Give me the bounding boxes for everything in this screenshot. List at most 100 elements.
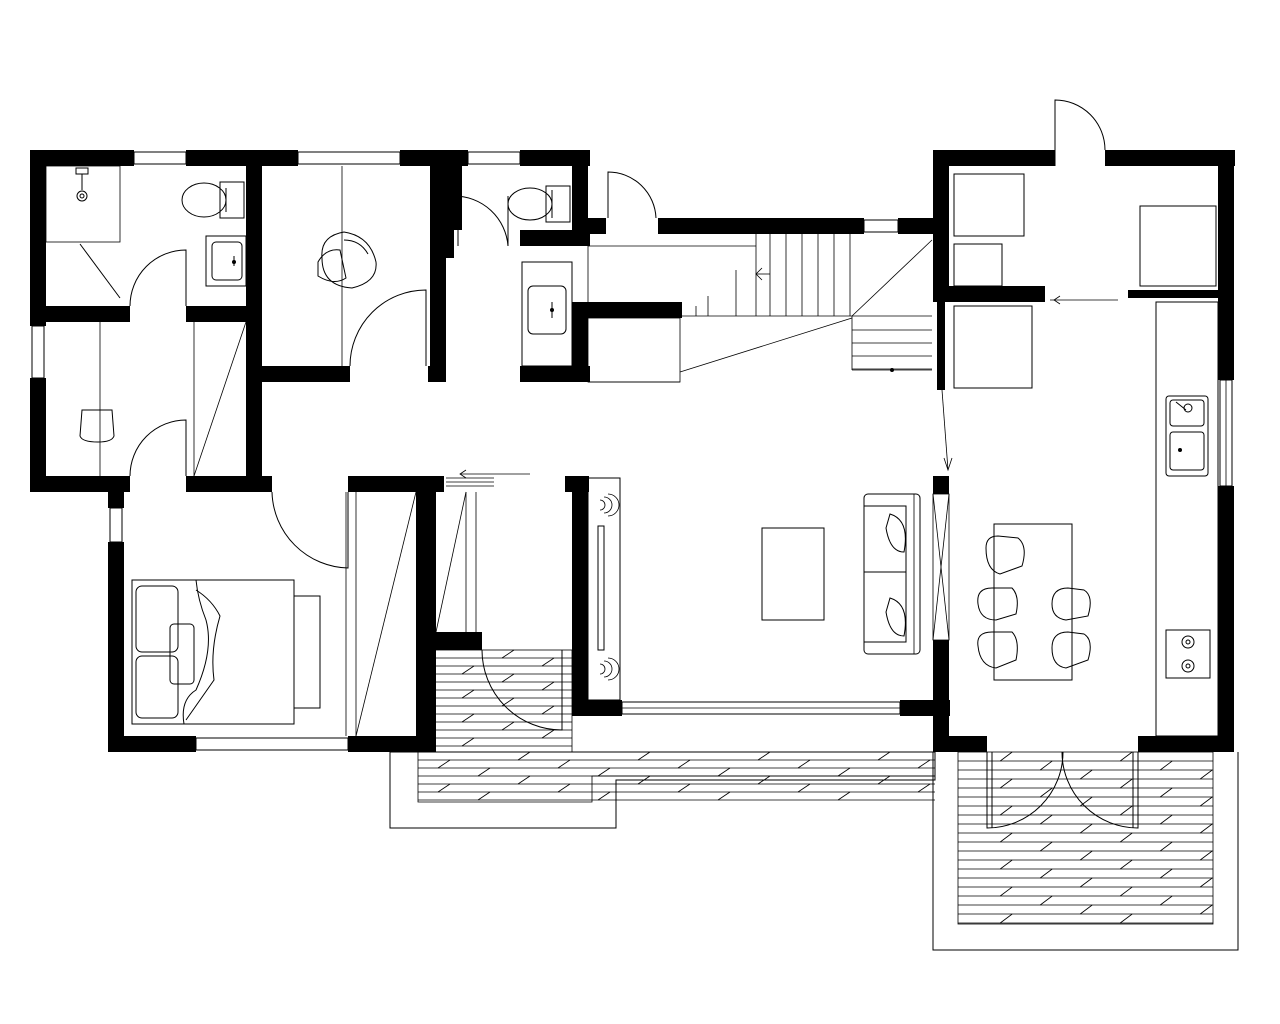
hatch-line <box>501 673 515 683</box>
hatch-line <box>1039 868 1053 879</box>
hatch-line <box>461 737 475 747</box>
hatch-line <box>1199 823 1213 834</box>
bathroom-b <box>507 185 573 367</box>
hatch-line <box>1119 778 1133 789</box>
speaker-icon <box>599 657 620 681</box>
fridge <box>1139 205 1217 287</box>
hatch-line <box>501 649 515 659</box>
kitchen-dining <box>953 173 1219 737</box>
stair-arrow-icon <box>735 267 770 316</box>
chair-icon <box>79 409 115 443</box>
speaker-icon <box>599 493 620 517</box>
hatch-line <box>837 767 851 777</box>
hatch-line <box>1119 805 1133 816</box>
hatch-line <box>1079 796 1093 807</box>
hatch-line <box>437 759 451 769</box>
hatch-line <box>1039 841 1053 852</box>
hatch-line <box>541 681 555 691</box>
hatch-line <box>757 751 771 761</box>
pantry-arrow-icon <box>1050 295 1118 305</box>
hatch-line <box>999 859 1013 870</box>
hatch-line <box>999 805 1013 816</box>
hatch-line <box>1039 814 1053 825</box>
chair-icon <box>1051 631 1091 669</box>
hatch-line <box>1199 769 1213 780</box>
hatch-line <box>597 767 611 777</box>
hatch-line <box>1119 751 1133 762</box>
hatch-line <box>1039 895 1053 906</box>
walls <box>30 150 1235 752</box>
bathroom-a <box>45 165 247 287</box>
doors <box>79 99 1139 829</box>
double-sink-icon <box>1165 395 1209 477</box>
hatch-line <box>1119 913 1133 924</box>
hatch-line <box>999 886 1013 897</box>
bedroom-small <box>79 321 247 477</box>
hatch-line <box>557 759 571 769</box>
wardrobe <box>345 491 417 737</box>
hatch-line <box>1079 877 1093 888</box>
sliding-partition <box>932 493 950 641</box>
hatch-line <box>1079 769 1093 780</box>
sink-icon <box>521 261 573 367</box>
tv-cabinet <box>587 477 621 701</box>
chair-icon <box>1051 587 1091 621</box>
hatch-line <box>1159 868 1173 879</box>
hatch-line <box>1159 760 1173 771</box>
kitchen-counter <box>1155 301 1219 737</box>
hatch-line <box>1119 886 1133 897</box>
hatch-line <box>541 657 555 667</box>
hatch-line <box>1119 859 1133 870</box>
hatch-line <box>477 791 491 801</box>
hatch-line <box>999 778 1013 789</box>
hatch-line <box>1079 904 1093 915</box>
deck-east <box>932 751 1239 951</box>
stove-icon <box>1165 629 1211 679</box>
coffee-table <box>761 527 825 621</box>
hatch-line <box>677 783 691 793</box>
hatch-line <box>501 721 515 731</box>
hatch-line <box>557 783 571 793</box>
deck-mid <box>431 649 573 753</box>
hatch-line <box>517 775 531 785</box>
hatch-line <box>637 775 651 785</box>
hatch-line <box>597 791 611 801</box>
hatch-line <box>677 759 691 769</box>
toilet-icon <box>507 185 571 223</box>
cabinet-mid <box>953 305 1033 389</box>
closet <box>435 491 477 633</box>
hatch-line <box>1199 850 1213 861</box>
chair-icon <box>985 535 1025 575</box>
hatch-line <box>437 783 451 793</box>
hatch-line <box>797 759 811 769</box>
hatch-line <box>797 783 811 793</box>
hatch-line <box>999 832 1013 843</box>
hatch-line <box>1079 850 1093 861</box>
hatch-line <box>717 767 731 777</box>
hatch-line <box>541 729 555 739</box>
hatch-line <box>1039 760 1053 771</box>
bed-icon <box>131 579 321 725</box>
hatch-line <box>1199 904 1213 915</box>
hatch-line <box>877 775 891 785</box>
staircase <box>587 234 933 383</box>
cabinet-upper <box>953 173 1025 237</box>
hatch-line <box>917 759 931 769</box>
sofa-icon <box>863 493 921 655</box>
living-room <box>587 477 950 701</box>
hatch-line <box>477 767 491 777</box>
hatch-line <box>1159 895 1173 906</box>
hatch-line <box>1079 823 1093 834</box>
dining-table <box>993 523 1073 681</box>
hatch-line <box>461 689 475 699</box>
hatch-line <box>1159 841 1173 852</box>
hatch-line <box>1199 796 1213 807</box>
hall <box>446 389 953 487</box>
shower-icon <box>75 167 89 202</box>
study <box>317 166 377 366</box>
cabinet-small <box>953 243 1003 287</box>
windows <box>31 151 1233 751</box>
hatch-line <box>1199 877 1213 888</box>
hatch-line <box>637 751 651 761</box>
